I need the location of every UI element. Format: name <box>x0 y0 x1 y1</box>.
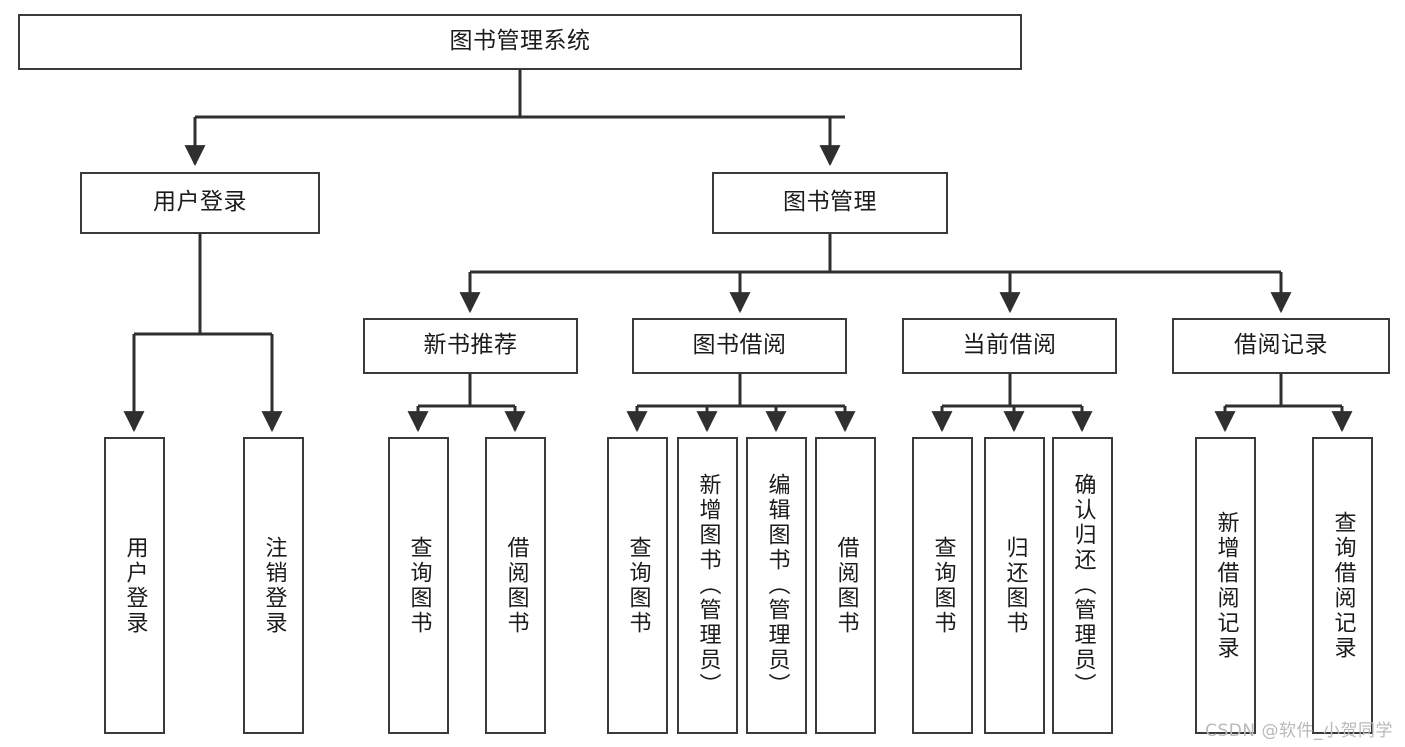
node-book-management-label: 图书管理 <box>783 189 877 216</box>
node-borrow-record[interactable]: 借阅记录 <box>1172 318 1390 374</box>
leaf-add-borrow-record-label: 新增借阅记录 <box>1213 510 1239 661</box>
leaf-add-book-admin-label: 新增图书（管理员） <box>695 473 721 698</box>
leaf-borrow-book-recommend[interactable]: 借阅图书 <box>485 437 546 734</box>
leaf-confirm-return-admin[interactable]: 确认归还（管理员） <box>1052 437 1113 734</box>
node-root-label: 图书管理系统 <box>449 28 591 55</box>
leaf-query-book-current[interactable]: 查询图书 <box>912 437 973 734</box>
node-book-management[interactable]: 图书管理 <box>712 172 948 234</box>
node-borrow-record-label: 借阅记录 <box>1234 332 1328 359</box>
leaf-user-login-label: 用户登录 <box>122 535 148 636</box>
leaf-query-borrow-record-label: 查询借阅记录 <box>1330 510 1356 661</box>
leaf-edit-book-admin[interactable]: 编辑图书（管理员） <box>746 437 807 734</box>
node-new-book-recommend-label: 新书推荐 <box>423 332 518 359</box>
node-root[interactable]: 图书管理系统 <box>18 14 1022 70</box>
leaf-return-book[interactable]: 归还图书 <box>984 437 1045 734</box>
watermark-text: CSDN @软件_小贺同学 <box>1205 721 1393 741</box>
leaf-query-borrow-record[interactable]: 查询借阅记录 <box>1312 437 1373 734</box>
leaf-borrow-book[interactable]: 借阅图书 <box>815 437 876 734</box>
leaf-query-book-recommend-label: 查询图书 <box>406 535 432 636</box>
leaf-add-borrow-record[interactable]: 新增借阅记录 <box>1195 437 1256 734</box>
node-current-borrow-label: 当前借阅 <box>962 332 1057 359</box>
leaf-query-book-current-label: 查询图书 <box>930 535 956 636</box>
leaf-borrow-book-recommend-label: 借阅图书 <box>503 535 529 636</box>
leaf-return-book-label: 归还图书 <box>1002 535 1028 636</box>
node-user-login[interactable]: 用户登录 <box>80 172 320 234</box>
node-book-borrow-label: 图书借阅 <box>692 332 787 359</box>
leaf-add-book-admin[interactable]: 新增图书（管理员） <box>677 437 738 734</box>
leaf-logout[interactable]: 注销登录 <box>243 437 304 734</box>
node-user-login-label: 用户登录 <box>153 189 247 216</box>
node-new-book-recommend[interactable]: 新书推荐 <box>363 318 578 374</box>
node-book-borrow[interactable]: 图书借阅 <box>632 318 847 374</box>
leaf-logout-label: 注销登录 <box>261 535 287 636</box>
node-current-borrow[interactable]: 当前借阅 <box>902 318 1117 374</box>
leaf-query-book-borrow-label: 查询图书 <box>625 535 651 636</box>
leaf-borrow-book-label: 借阅图书 <box>833 535 859 636</box>
leaf-edit-book-admin-label: 编辑图书（管理员） <box>764 473 790 698</box>
leaf-query-book-borrow[interactable]: 查询图书 <box>607 437 668 734</box>
leaf-query-book-recommend[interactable]: 查询图书 <box>388 437 449 734</box>
leaf-user-login[interactable]: 用户登录 <box>104 437 165 734</box>
leaf-confirm-return-admin-label: 确认归还（管理员） <box>1070 473 1096 698</box>
